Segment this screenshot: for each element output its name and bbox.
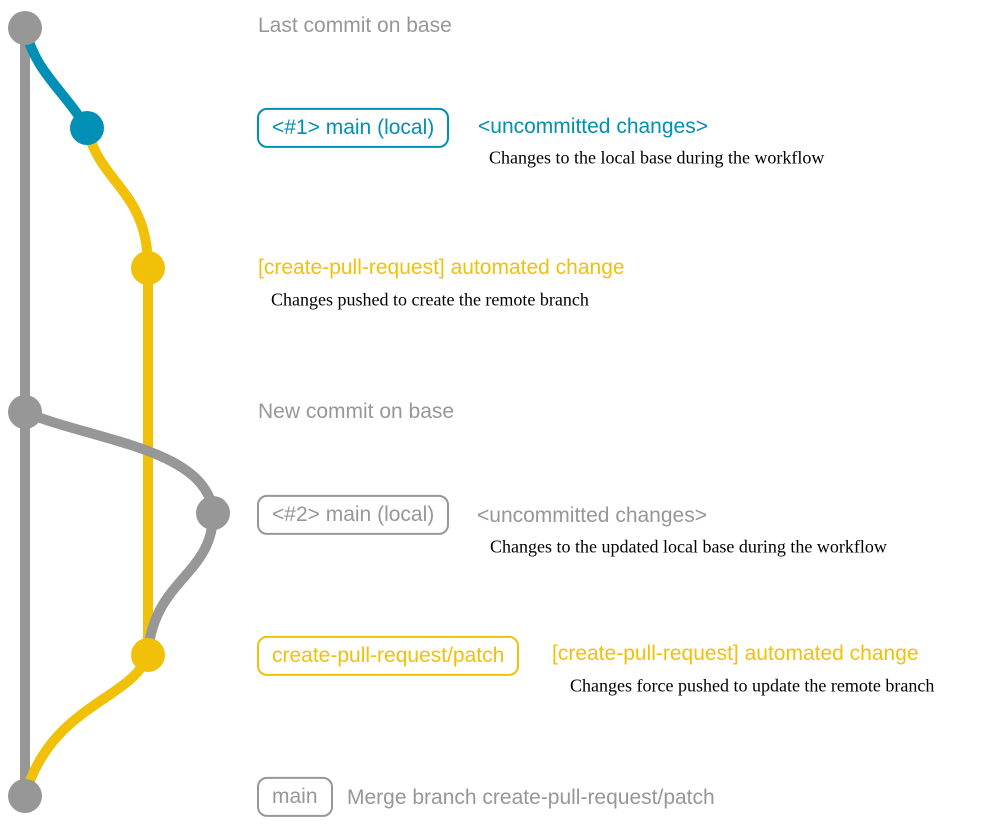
- patch-branch-curve-top: [82, 123, 153, 273]
- commit-message-automated-1: [create-pull-request] automated change: [258, 256, 625, 279]
- branch-badge-main-local-2: <#2> main (local): [257, 494, 450, 536]
- main-local-1-branch-curve: [20, 23, 92, 133]
- commit-message-uncommitted-2: <uncommitted changes>: [477, 504, 707, 527]
- main-local-2-merge-curve: [143, 508, 219, 660]
- commit-dot-uncommitted-2: [196, 496, 230, 530]
- commit-detail-uncommitted-2: Changes to the updated local base during…: [490, 536, 887, 557]
- branch-badge-label: <#2> main (local): [257, 494, 450, 536]
- branch-badge-label: create-pull-request/patch: [257, 635, 520, 677]
- commit-message-merge: Merge branch create-pull-request/patch: [347, 786, 715, 809]
- commit-dot-uncommitted-1: [70, 111, 104, 145]
- commit-dot-last-base: [8, 11, 42, 45]
- commit-message-new-base: New commit on base: [258, 400, 455, 423]
- main-local-2-branch-curve: [20, 407, 218, 518]
- commit-message-uncommitted-1: <uncommitted changes>: [478, 115, 708, 138]
- commit-dot-automated-1: [131, 251, 165, 285]
- commit-dot-new-base: [8, 395, 42, 429]
- commit-dot-merge: [8, 779, 42, 813]
- branch-badge-label: <#1> main (local): [257, 107, 450, 149]
- branch-badge-patch: create-pull-request/patch: [257, 635, 520, 677]
- commit-message-last-base: Last commit on base: [258, 14, 452, 37]
- patch-merge-curve: [20, 650, 153, 801]
- commit-message-automated-2: [create-pull-request] automated change: [552, 642, 919, 665]
- commit-detail-automated-1: Changes pushed to create the remote bran…: [271, 289, 589, 310]
- commit-dot-automated-2: [131, 638, 165, 672]
- branch-badge-main-local-1: <#1> main (local): [257, 107, 450, 149]
- branch-badge-label: main: [257, 776, 333, 818]
- branch-badge-main: main: [257, 776, 333, 818]
- commit-detail-automated-2: Changes force pushed to update the remot…: [570, 675, 935, 696]
- commit-detail-uncommitted-1: Changes to the local base during the wor…: [489, 147, 825, 168]
